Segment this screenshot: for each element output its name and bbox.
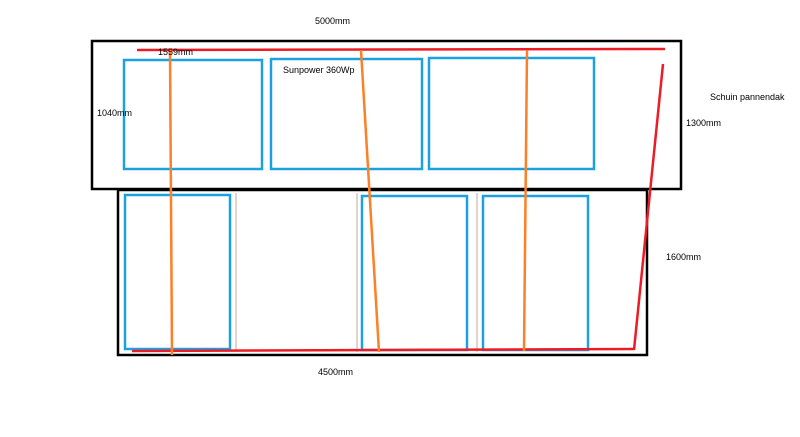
lower-height-label: 1600mm [666,252,702,262]
roof-boundary-slant [632,63,665,351]
roof-type-label: Schuin pannendak [710,92,785,102]
solar-panel-portrait-3 [481,194,590,352]
width-top-label: 5000mm [315,16,351,26]
solar-panel-landscape-1 [122,58,264,171]
mounting-rail-2 [359,49,381,353]
lower-roof-section [116,188,649,357]
panel-model-label: Sunpower 360Wp [283,65,355,75]
panel-width-label: 1559mm [158,47,194,57]
solar-panel-landscape-2 [269,57,424,171]
panel-height-label: 1040mm [97,108,133,118]
slope-height-label: 1300mm [686,118,722,128]
solar-panel-landscape-3 [427,56,596,171]
mounting-rail-3 [522,49,529,352]
upper-roof-section [90,39,683,191]
roof-boundary-top [136,47,666,52]
mounting-rail-1 [168,49,174,356]
width-bottom-label: 4500mm [318,367,354,377]
solar-panel-portrait-1 [123,193,232,351]
roof-boundary-bottom [131,347,635,353]
